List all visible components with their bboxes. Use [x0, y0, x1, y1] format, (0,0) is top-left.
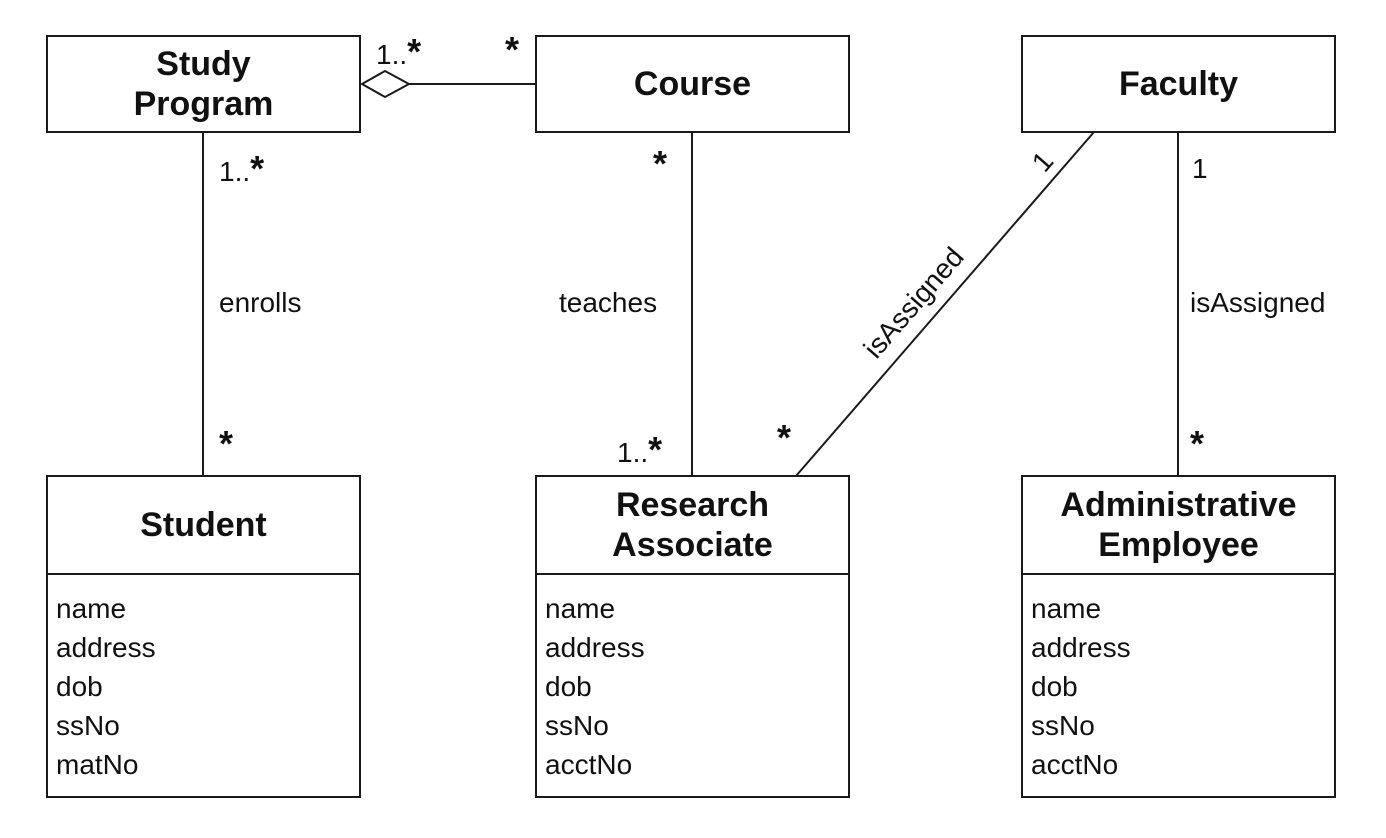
- student-attribute: name: [56, 593, 127, 624]
- administrative-employee-attribute: ssNo: [1031, 710, 1095, 741]
- aggregation-diamond: [359, 69, 412, 99]
- multiplicity-star: *: [407, 31, 422, 72]
- faculty-class[interactable]: Faculty: [1021, 35, 1336, 133]
- research-associate-attribute: acctNo: [545, 749, 633, 780]
- student-class[interactable]: Student name address dob ssNo matNo: [46, 475, 361, 798]
- program-course-course-multiplicity: *: [505, 29, 520, 70]
- faculty-title: Faculty: [1023, 37, 1334, 131]
- research-associate-attribute: name: [545, 593, 616, 624]
- course-class[interactable]: Course: [535, 35, 850, 133]
- study-program-title-line1: Study: [156, 45, 251, 83]
- student-attribute: ssNo: [56, 710, 120, 741]
- study-program-title: Study Program: [48, 37, 359, 131]
- course-title-text: Course: [633, 65, 752, 103]
- research-associate-class[interactable]: Research Associate name address dob ssNo…: [535, 475, 850, 798]
- administrative-employee-attribute: dob: [1031, 671, 1078, 702]
- teaches-course-multiplicity: *: [653, 143, 668, 184]
- multiplicity-prefix: 1..: [219, 156, 251, 187]
- student-attribute: address: [56, 632, 156, 663]
- administrative-employee-title-line1: Administrative: [1060, 486, 1297, 524]
- research-associate-title-line1: Research: [615, 486, 770, 524]
- research-associate-attribute: dob: [545, 671, 592, 702]
- administrative-employee-attribute: address: [1031, 632, 1131, 663]
- faculty-ra-line: [795, 131, 1095, 477]
- study-program-class[interactable]: Study Program: [46, 35, 361, 133]
- student-attribute: dob: [56, 671, 103, 702]
- administrative-employee-class[interactable]: Administrative Employee name address dob…: [1021, 475, 1336, 798]
- multiplicity-prefix: 1..: [376, 39, 408, 70]
- teaches-ra-multiplicity: 1..*: [617, 432, 662, 469]
- teaches-label: teaches: [559, 287, 658, 318]
- multiplicity-star: *: [250, 148, 265, 189]
- faculty-title-text: Faculty: [1118, 65, 1239, 103]
- faculty-admin-label: isAssigned: [1190, 287, 1326, 318]
- enrolls-program-multiplicity: 1..*: [219, 151, 264, 188]
- administrative-employee-attribute: name: [1031, 593, 1102, 624]
- research-associate-title-line2: Associate: [612, 526, 773, 564]
- multiplicity-prefix: 1..: [617, 437, 649, 468]
- faculty-admin-admin-multiplicity: *: [1190, 423, 1205, 464]
- student-attribute: matNo: [56, 749, 139, 780]
- enrolls-student-multiplicity: *: [219, 423, 234, 464]
- faculty-admin-faculty-multiplicity: 1: [1192, 153, 1208, 184]
- administrative-employee-attribute: acctNo: [1031, 749, 1119, 780]
- administrative-employee-title: Administrative Employee: [1023, 477, 1334, 575]
- student-title: Student: [48, 477, 359, 575]
- program-course-program-multiplicity: 1..*: [376, 34, 421, 71]
- research-associate-title: Research Associate: [537, 477, 848, 575]
- research-associate-attribute: address: [545, 632, 645, 663]
- administrative-employee-attributes: name address dob ssNo acctNo: [1023, 575, 1334, 784]
- enrolls-label: enrolls: [219, 287, 302, 318]
- multiplicity-star: *: [648, 429, 663, 470]
- research-associate-attribute: ssNo: [545, 710, 609, 741]
- student-title-text: Student: [140, 506, 267, 544]
- course-title: Course: [537, 37, 848, 131]
- faculty-ra-ra-multiplicity: *: [777, 417, 792, 458]
- administrative-employee-title-line2: Employee: [1098, 526, 1259, 564]
- research-associate-attributes: name address dob ssNo acctNo: [537, 575, 848, 784]
- student-attributes: name address dob ssNo matNo: [48, 575, 359, 784]
- study-program-title-line2: Program: [133, 85, 274, 123]
